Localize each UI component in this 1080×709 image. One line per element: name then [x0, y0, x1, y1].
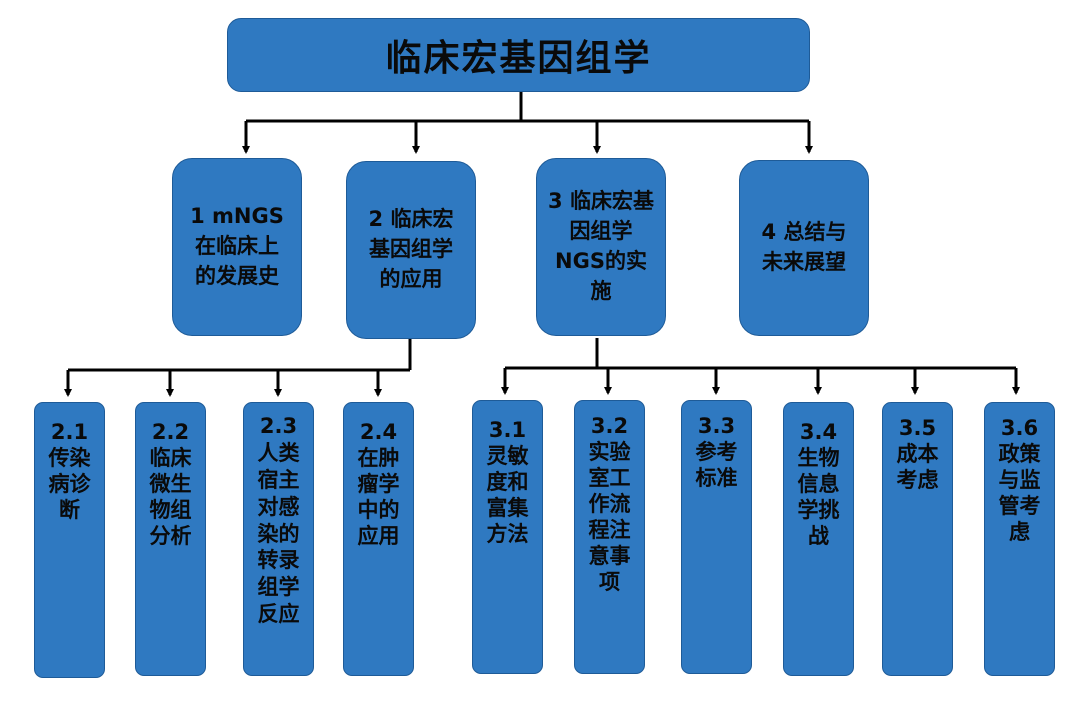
- section-1-box: 1 mNGS 在临床上 的发展史: [172, 158, 302, 336]
- subsection-3-2-box: 3.2 实验 室工 作流 程注 意事 项: [574, 400, 645, 674]
- section-2-box: 2 临床宏 基因组学 的应用: [346, 161, 476, 339]
- section-3-box: 3 临床宏基 因组学 NGS的实 施: [536, 158, 666, 336]
- subsection-2-2-box: 2.2 临床 微生 物组 分析: [135, 402, 206, 676]
- subsection-3-4-box: 3.4 生物 信息 学挑 战: [783, 402, 854, 676]
- section-4-box: 4 总结与 未来展望: [739, 160, 869, 336]
- subsection-3-1-box: 3.1 灵敏 度和 富集 方法: [472, 400, 543, 674]
- root-title-box: 临床宏基因组学: [227, 18, 810, 92]
- subsection-3-6-box: 3.6 政策 与监 管考 虑: [984, 402, 1055, 676]
- subsection-2-3-box: 2.3 人类 宿主 对感 染的 转录 组学 反应: [243, 402, 314, 676]
- subsection-2-4-box: 2.4 在肿 瘤学 中的 应用: [343, 402, 414, 676]
- subsection-3-5-box: 3.5 成本 考虑: [882, 402, 953, 676]
- subsection-3-3-box: 3.3 参考 标准: [681, 400, 752, 674]
- subsection-2-1-box: 2.1 传染 病诊 断: [34, 402, 105, 678]
